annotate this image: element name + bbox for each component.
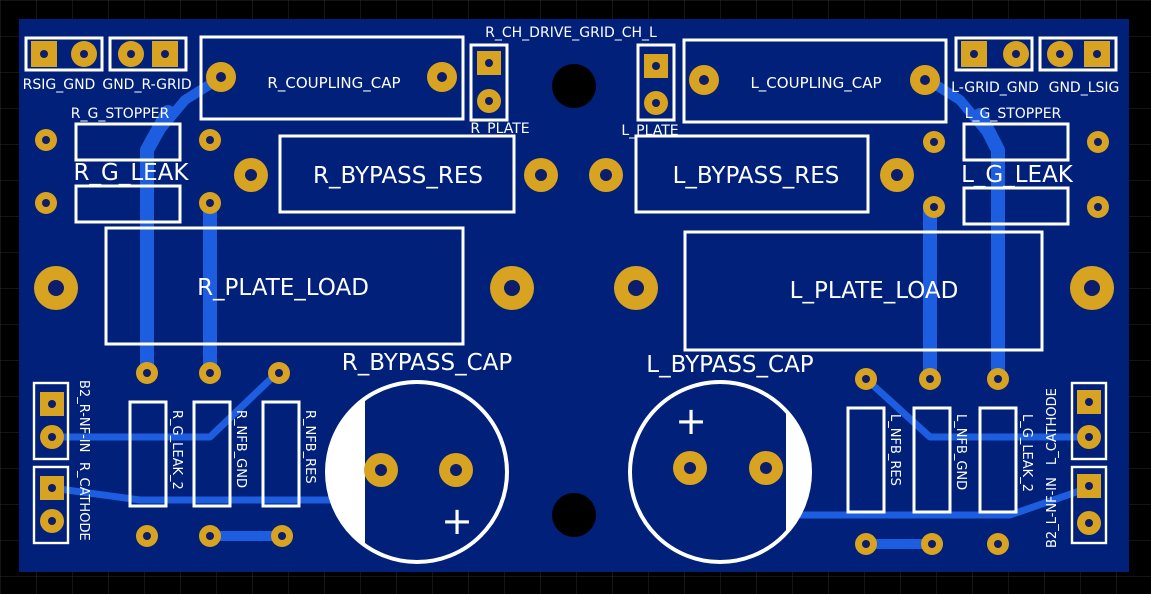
silkscreen bbox=[24, 35, 1118, 545]
label-l-grid-gnd: L-GRID_GND bbox=[951, 80, 1039, 96]
mounting-hole bbox=[552, 64, 596, 108]
label-l-g-leak-2: L_G_LEAK_2 bbox=[1019, 414, 1034, 492]
traces bbox=[48, 70, 1092, 549]
label-r-g-leak: R_G_LEAK bbox=[74, 160, 190, 186]
label-l-bypass-res: L_BYPASS_RES bbox=[673, 163, 840, 189]
label-b2-r-nf-in: B2_R-NF-IN bbox=[76, 380, 91, 452]
label-r-bypass-res: R_BYPASS_RES bbox=[313, 163, 483, 189]
label-l-g-stopper: L_G_STOPPER bbox=[965, 106, 1062, 122]
label-b2-l-nf-in: B2_L-NF-IN bbox=[1045, 477, 1060, 548]
r-cap-plus-sign: + bbox=[441, 499, 473, 543]
label-r-coupling-cap: R_COUPLING_CAP bbox=[267, 74, 400, 93]
label-l-bypass-cap: L_BYPASS_CAP bbox=[646, 352, 814, 378]
label-gnd-r-grid: GND_R-GRID bbox=[102, 77, 191, 93]
label-r-cathode: R_CATHODE bbox=[76, 462, 91, 541]
label-l-g-leak: L_G_LEAK bbox=[961, 162, 1074, 188]
label-l-plate-load: L_PLATE_LOAD bbox=[790, 278, 959, 304]
label-l-cathode: L_CATHODE bbox=[1045, 388, 1060, 465]
label-gnd-lsig: GND_LSIG bbox=[1049, 80, 1120, 96]
label-r-plate-load: R_PLATE_LOAD bbox=[197, 275, 369, 301]
label-r-nfb-res: R_NFB_RES bbox=[302, 410, 317, 484]
label-rsig-gnd: RSIG_GND bbox=[23, 77, 96, 93]
label-r-g-leak-2: R_G_LEAK_2 bbox=[169, 410, 184, 490]
label-r-g-stopper: R_G_STOPPER bbox=[71, 106, 170, 122]
label-l-plate: L_PLATE bbox=[621, 123, 678, 139]
label-l-coupling-cap: L_COUPLING_CAP bbox=[750, 74, 881, 93]
r-bypass-cap-outline bbox=[325, 380, 509, 564]
l-cap-plus-sign: + bbox=[675, 399, 707, 443]
label-r-ch-drive: R_CH_DRIVE_GRID_CH_L bbox=[485, 25, 657, 41]
label-r-nfb-gnd: R_NFB_GND bbox=[233, 410, 248, 488]
l-bypass-cap-outline bbox=[628, 380, 812, 564]
label-r-plate: R_PLATE bbox=[470, 121, 529, 137]
mounting-hole bbox=[552, 493, 596, 537]
label-l-nfb-res: L_NFB_RES bbox=[887, 414, 902, 486]
label-r-bypass-cap: R_BYPASS_CAP bbox=[342, 350, 513, 376]
label-l-nfb-gnd: L_NFB_GND bbox=[953, 414, 968, 490]
pads bbox=[31, 41, 1114, 555]
